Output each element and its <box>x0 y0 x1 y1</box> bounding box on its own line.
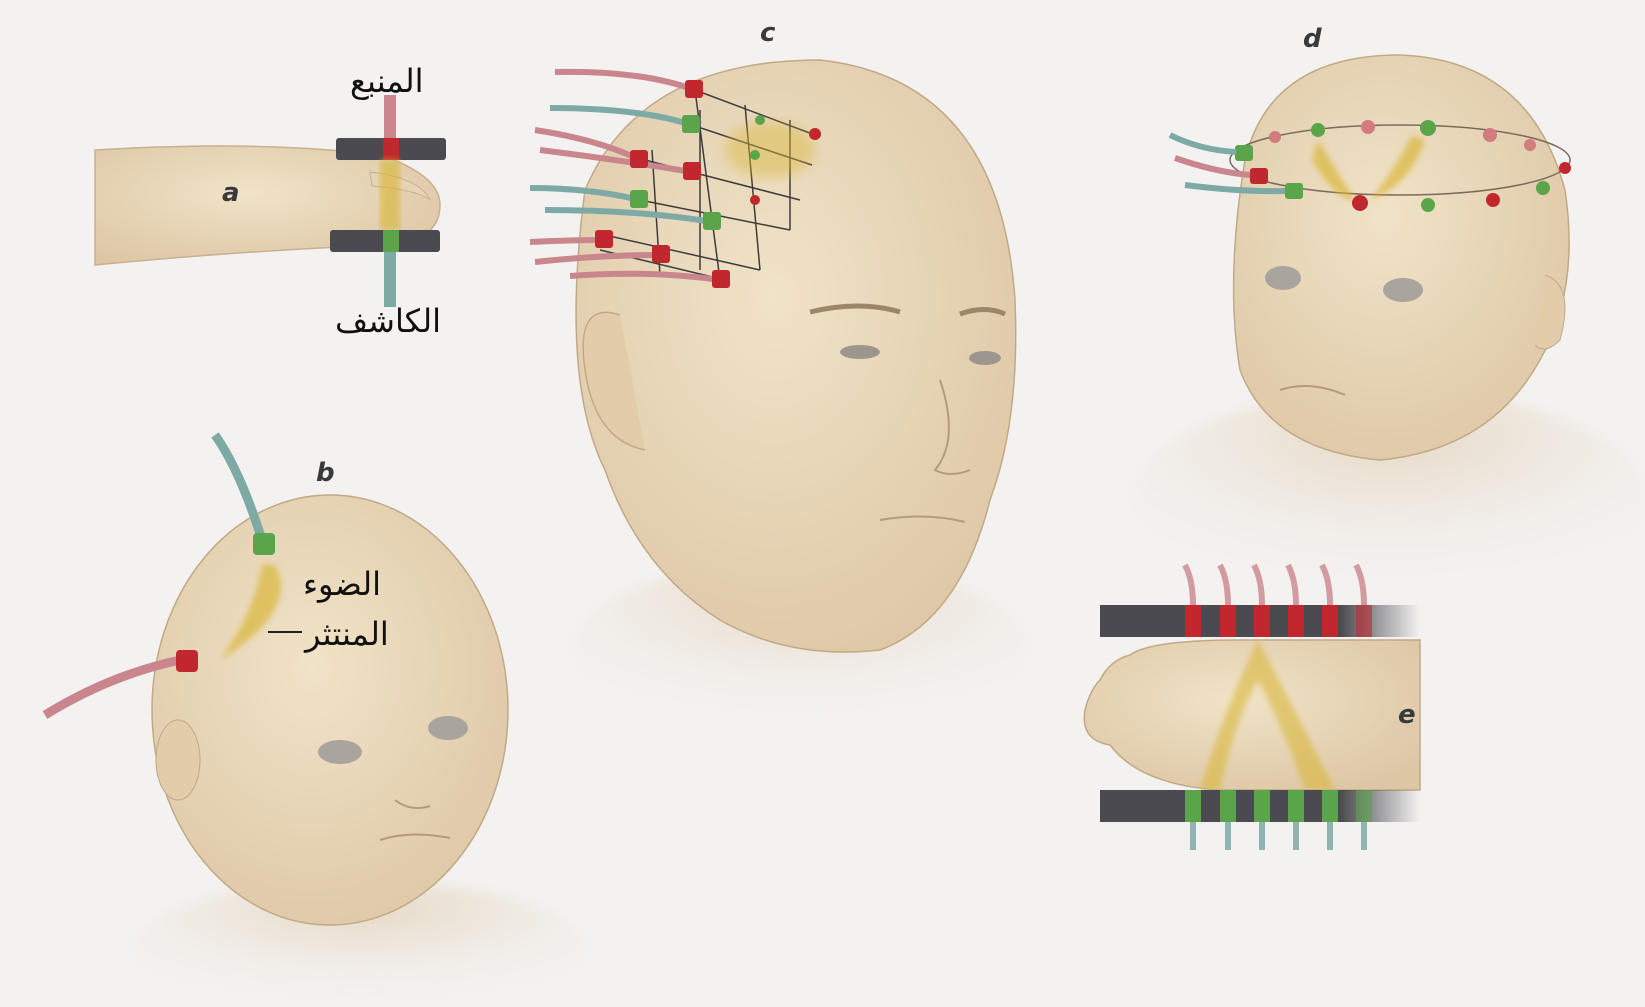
panel-label-b: b <box>316 458 335 488</box>
panel-b-infant <box>45 435 590 1003</box>
panel-d-infant <box>1130 55 1645 610</box>
adult-eye-right <box>969 351 1001 365</box>
infant-b-head <box>152 495 508 925</box>
source-b <box>176 650 198 672</box>
panel-c-adult <box>530 60 1030 740</box>
panel-a-finger <box>95 95 446 307</box>
panel-label-e: e <box>1398 700 1416 730</box>
scatter-path-a <box>380 160 400 230</box>
infant-d-head <box>1234 55 1570 460</box>
scatter-c <box>725 122 815 178</box>
adult-eye-left <box>840 345 880 359</box>
detector-b <box>253 533 275 555</box>
scattered-light-label-line1: الضوء <box>303 565 381 603</box>
detector-label: الكاشف <box>335 302 441 340</box>
infant-d-eye-right <box>1383 278 1423 302</box>
panel-label-c: c <box>760 18 775 48</box>
fiber-source-a <box>384 95 396 145</box>
infant-d-eye-left <box>1265 266 1301 290</box>
source-label: المنبع <box>350 62 423 100</box>
detector-sensor-a <box>383 230 399 252</box>
panel-label-d: d <box>1303 24 1322 54</box>
infant-b-ear <box>156 720 200 800</box>
infant-b-eye-right <box>428 716 468 740</box>
source-emitter-a <box>383 138 399 160</box>
fiber-detector-b <box>215 435 262 540</box>
fiber-detector-a <box>384 252 396 307</box>
infant-b-eye-left <box>318 740 362 764</box>
scattered-light-label-line2: المنتثر <box>305 615 389 653</box>
fibers-bottom-e <box>1193 822 1364 850</box>
panel-label-a: a <box>222 178 240 208</box>
panel-e-breast <box>1084 565 1420 850</box>
